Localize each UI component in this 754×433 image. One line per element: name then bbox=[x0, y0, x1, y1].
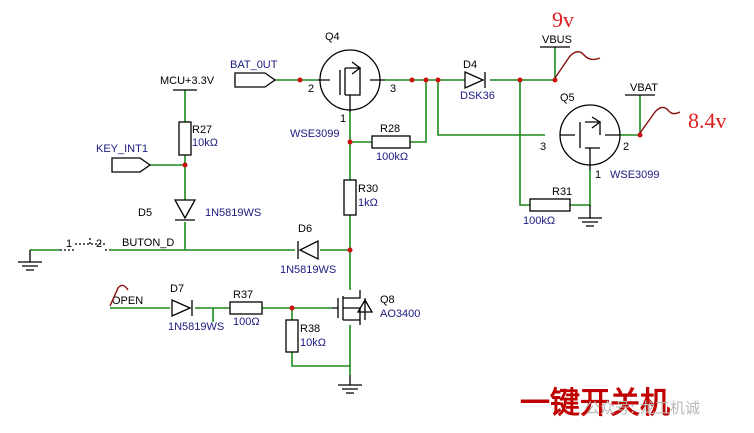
d4-part: DSK36 bbox=[460, 90, 495, 102]
resistor-r28: R28 100kΩ bbox=[371, 123, 411, 163]
ground-symbols bbox=[18, 205, 602, 394]
svg-text:1: 1 bbox=[66, 238, 72, 250]
port-bat-out: BAT_0UT bbox=[230, 59, 278, 88]
r37-value: 100Ω bbox=[233, 316, 260, 328]
r30-value: 1kΩ bbox=[358, 197, 378, 209]
resistor-r31: R31 100kΩ bbox=[523, 186, 572, 227]
svg-text:2: 2 bbox=[623, 141, 629, 153]
mosfet-q8: Q8 AO3400 bbox=[332, 290, 420, 325]
d4-ref: D4 bbox=[463, 59, 477, 71]
port-key-int: KEY_INT1 bbox=[96, 143, 152, 173]
net-buton: BUTON_D bbox=[122, 237, 174, 249]
d7-part: 1N5819WS bbox=[168, 321, 224, 333]
q5-ref: Q5 bbox=[560, 92, 575, 104]
port-vbat: VBAT bbox=[625, 82, 658, 96]
r37-ref: R37 bbox=[233, 289, 253, 301]
diagram-title: 一键开关机 bbox=[520, 386, 670, 421]
svg-text:1: 1 bbox=[595, 169, 601, 181]
r27-ref: R27 bbox=[192, 124, 212, 136]
svg-text:3: 3 bbox=[540, 141, 546, 153]
r27-value: 10kΩ bbox=[192, 137, 218, 149]
mosfet-q4: Q4 2 3 1 WSE3099 bbox=[290, 31, 396, 140]
junctions bbox=[182, 77, 643, 311]
q8-part: AO3400 bbox=[380, 308, 420, 320]
diode-d7: D7 1N5819WS bbox=[168, 283, 224, 333]
probe-annotations: 9v 8.4v bbox=[109, 7, 727, 307]
r28-value: 100kΩ bbox=[376, 151, 408, 163]
d5-ref: D5 bbox=[138, 207, 152, 219]
resistor-r37: R37 100Ω bbox=[229, 289, 263, 328]
resistor-r38: R38 10kΩ bbox=[285, 319, 326, 353]
svg-text:2: 2 bbox=[308, 83, 314, 95]
diode-d4: D4 DSK36 bbox=[460, 59, 495, 102]
q4-part: WSE3099 bbox=[290, 128, 340, 140]
resistor-r27: R27 10kΩ bbox=[178, 121, 218, 156]
svg-text:2: 2 bbox=[96, 238, 102, 250]
net-open: OPEN bbox=[112, 295, 143, 307]
d5-part: 1N5819WS bbox=[205, 207, 261, 219]
r31-ref: R31 bbox=[552, 186, 572, 198]
r38-ref: R38 bbox=[300, 323, 320, 335]
resistor-r30: R30 1kΩ bbox=[343, 179, 378, 216]
annotation-9v: 9v bbox=[552, 7, 574, 32]
net-mcu: MCU+3.3V bbox=[160, 75, 215, 87]
mosfet-q5: Q5 3 2 1 WSE3099 bbox=[540, 92, 660, 181]
push-button-switch: 1 2 bbox=[60, 238, 110, 251]
d6-part: 1N5819WS bbox=[280, 264, 336, 276]
r31-value: 100kΩ bbox=[523, 215, 555, 227]
r28-ref: R28 bbox=[380, 123, 400, 135]
svg-text:1: 1 bbox=[340, 113, 346, 125]
diode-d6: D6 1N5819WS bbox=[280, 223, 336, 276]
d6-ref: D6 bbox=[298, 223, 312, 235]
r30-ref: R30 bbox=[358, 183, 378, 195]
d7-ref: D7 bbox=[170, 283, 184, 295]
net-bat-out: BAT_0UT bbox=[230, 59, 278, 71]
svg-text:3: 3 bbox=[390, 83, 396, 95]
port-vbus: VBUS bbox=[540, 34, 572, 48]
r38-value: 10kΩ bbox=[300, 337, 326, 349]
net-key-int: KEY_INT1 bbox=[96, 143, 148, 155]
annotation-8v4: 8.4v bbox=[688, 108, 727, 133]
port-mcu: MCU+3.3V bbox=[160, 75, 215, 91]
q8-ref: Q8 bbox=[380, 294, 395, 306]
q4-ref: Q4 bbox=[325, 31, 340, 43]
q5-part: WSE3099 bbox=[610, 169, 660, 181]
watermark: 公众号: 龙工机诚 bbox=[585, 399, 700, 417]
net-vbus: VBUS bbox=[542, 34, 572, 46]
net-vbat: VBAT bbox=[630, 82, 658, 94]
diode-d5: D5 1N5819WS bbox=[138, 199, 261, 221]
